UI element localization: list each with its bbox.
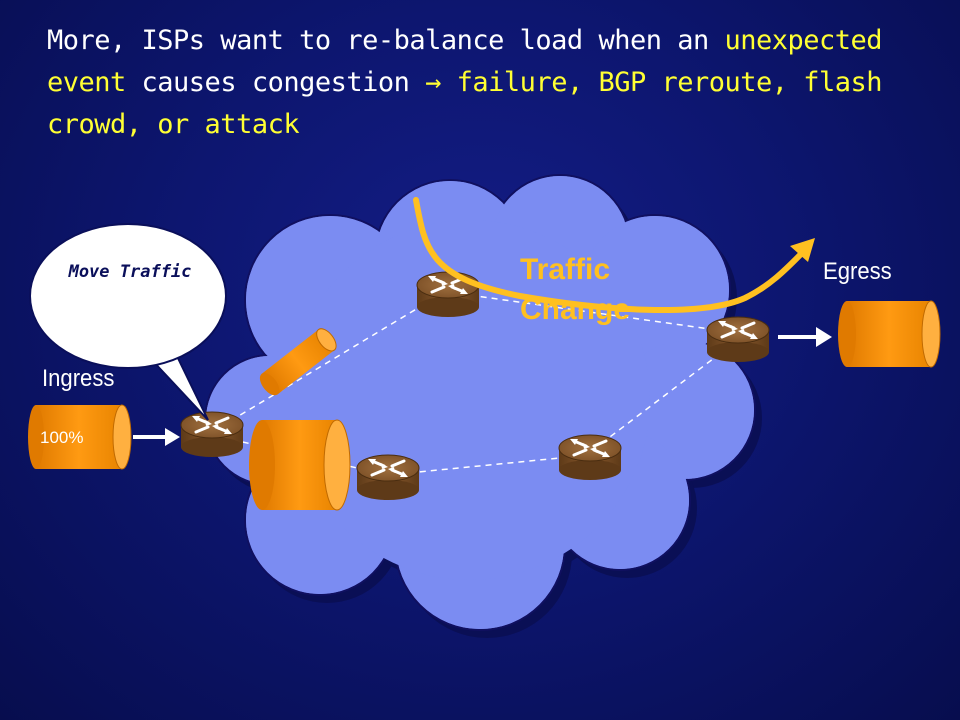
title-highlight-unexpected-event: unexpected event [47,25,883,98]
slide-title: More, ISPs want to re-balance load when … [47,20,947,146]
ingress-label: Ingress [42,365,115,392]
traffic-change-arrow-icon [413,197,815,314]
router-icon [557,433,623,482]
speech-bubble-icon [29,223,227,421]
title-highlight-events: failure, BGP reroute, flash crowd, or at… [47,67,883,140]
move-traffic-label: Move Traffic [68,262,192,282]
ingress-arrow-icon [133,428,180,446]
router-icon [355,453,421,502]
large-pipe-icon [249,419,351,511]
ingress-percent-label: 100% [40,428,84,447]
egress-arrow-icon [778,327,832,347]
egress-pipe-icon [838,300,941,368]
router-icon [179,410,245,459]
ingress-pipe-icon [28,404,132,470]
title-arrow-icon: → [425,67,441,98]
router-icon [705,315,771,364]
traffic-change-label: Traffic Change [520,253,631,326]
title-text-1: More, ISPs want to re-balance load when … [47,25,725,56]
title-text-2: causes congestion [125,67,426,98]
small-pipe-icon [259,328,337,396]
egress-label: Egress [823,258,892,285]
